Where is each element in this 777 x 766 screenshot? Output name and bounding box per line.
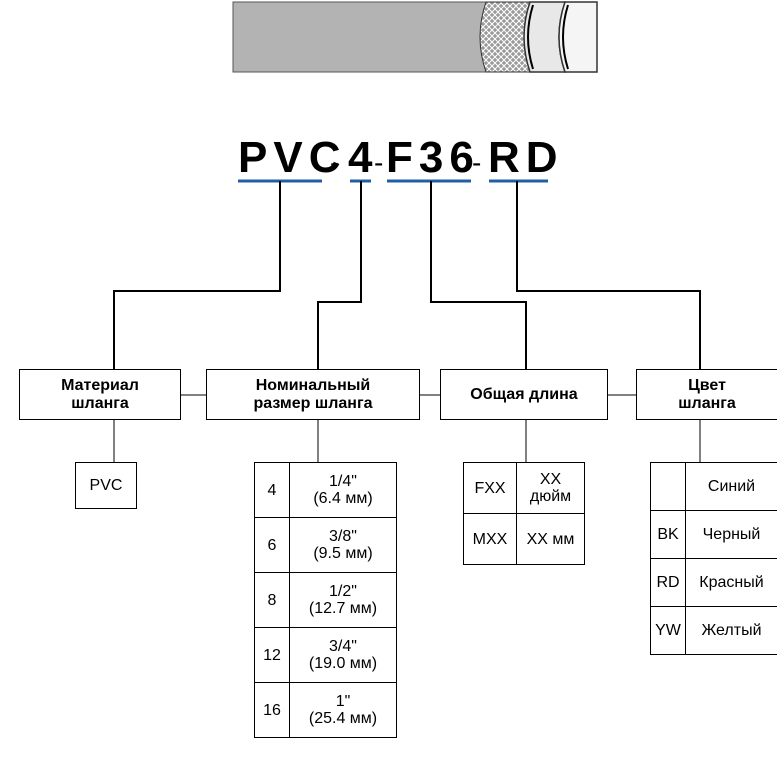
connector-color	[516, 181, 701, 369]
size-desc: 1/4"(6.4 мм)	[289, 462, 397, 518]
size-desc: 3/4"(19.0 мм)	[289, 627, 397, 683]
hose-braid-layer	[479, 1, 531, 73]
color-code: BK	[650, 510, 686, 559]
material-value-pvc: PVC	[75, 462, 137, 509]
size-desc: 3/8"(9.5 мм)	[289, 517, 397, 573]
table-row: Синий	[650, 462, 777, 511]
table-row: BK Черный	[650, 510, 777, 559]
size-table: 4 1/4"(6.4 мм) 6 3/8"(9.5 мм) 8 1/2"(12.…	[254, 462, 397, 738]
length-code: FXX	[463, 462, 517, 514]
code-material: PVC	[238, 133, 347, 182]
table-row: FXX XX дюйм	[463, 462, 585, 514]
color-table: Синий BK Черный RD Красный YW Желтый	[650, 462, 777, 655]
size-desc: 1"(25.4 мм)	[289, 682, 397, 738]
model-code: PVC - 4 - F36 - RD	[0, 132, 777, 188]
code-size: 4	[348, 133, 379, 182]
code-separator-2: -	[374, 147, 384, 178]
table-row: YW Желтый	[650, 606, 777, 655]
connector-length	[430, 181, 527, 369]
hose-outer-cover	[232, 1, 598, 73]
table-row: MXX XX мм	[463, 513, 585, 565]
size-code: 16	[254, 682, 290, 738]
code-length: F36	[386, 133, 480, 182]
length-desc: XX дюйм	[516, 462, 585, 514]
color-code: YW	[650, 606, 686, 655]
size-code: 4	[254, 462, 290, 518]
color-code	[650, 462, 686, 511]
code-separator-1: -	[330, 147, 340, 178]
color-desc: Желтый	[685, 606, 777, 655]
color-code: RD	[650, 558, 686, 607]
length-table: FXX XX дюйм MXX XX мм	[463, 462, 585, 565]
hose-core-layer	[558, 1, 598, 73]
table-row: 4 1/4"(6.4 мм)	[254, 462, 397, 518]
size-code: 8	[254, 572, 290, 628]
connector-material	[113, 181, 281, 369]
category-color: Цвет шланга	[636, 369, 777, 420]
color-desc: Синий	[685, 462, 777, 511]
category-material: Материал шланга	[19, 369, 181, 420]
length-desc: XX мм	[516, 513, 585, 565]
color-desc: Черный	[685, 510, 777, 559]
hose-inner-layer	[523, 1, 567, 73]
table-row: 8 1/2"(12.7 мм)	[254, 572, 397, 628]
code-separator-3: -	[472, 147, 482, 178]
table-row: RD Красный	[650, 558, 777, 607]
code-color: RD	[488, 133, 564, 182]
table-row: 12 3/4"(19.0 мм)	[254, 627, 397, 683]
connector-size	[317, 181, 362, 369]
category-size: Номинальный размер шланга	[206, 369, 420, 420]
color-desc: Красный	[685, 558, 777, 607]
size-desc: 1/2"(12.7 мм)	[289, 572, 397, 628]
size-code: 6	[254, 517, 290, 573]
table-row: 16 1"(25.4 мм)	[254, 682, 397, 738]
length-code: MXX	[463, 513, 517, 565]
category-length: Общая длина	[440, 369, 608, 420]
table-row: 6 3/8"(9.5 мм)	[254, 517, 397, 573]
size-code: 12	[254, 627, 290, 683]
